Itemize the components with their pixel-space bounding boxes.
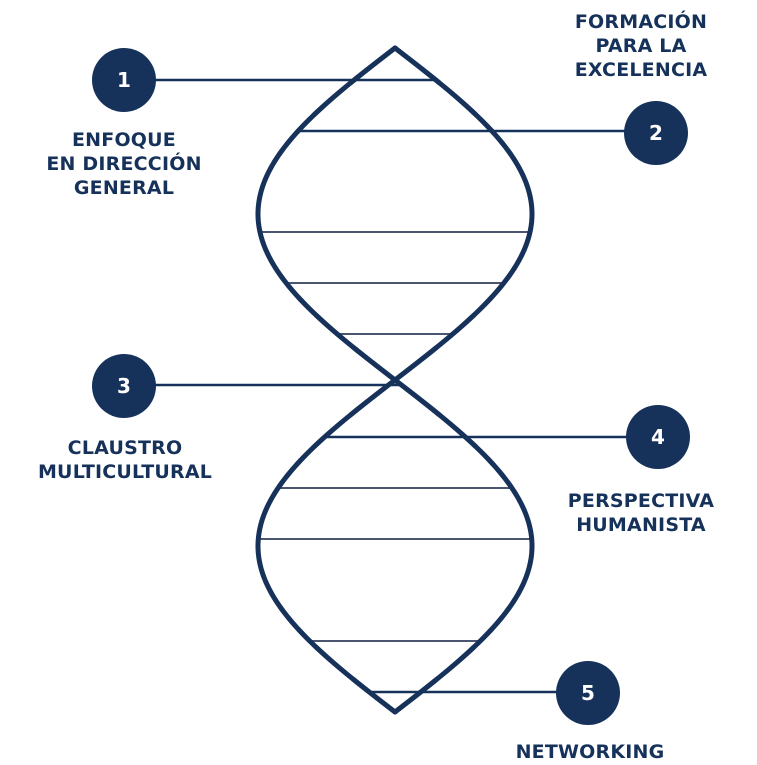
node-1-label: ENFOQUE EN DIRECCIÓN GENERAL (46, 129, 202, 199)
helix-strand-b (255, 45, 535, 715)
node-connectors (124, 78, 658, 694)
node-4-badge: 4 (626, 405, 690, 469)
node-2-label: FORMACIÓN PARA LA EXCELENCIA (574, 11, 708, 81)
node-3-badge: 3 (92, 354, 156, 418)
node-4-label: PERSPECTIVA HUMANISTA (567, 490, 715, 536)
node-5-label: NETWORKING (515, 741, 665, 763)
helix-strands (255, 45, 535, 715)
node-1-badge: 1 (92, 48, 156, 112)
node-5-badge: 5 (556, 661, 620, 725)
node-2-badge: 2 (624, 101, 688, 165)
node-3-label: CLAUSTRO MULTICULTURAL (37, 437, 213, 483)
